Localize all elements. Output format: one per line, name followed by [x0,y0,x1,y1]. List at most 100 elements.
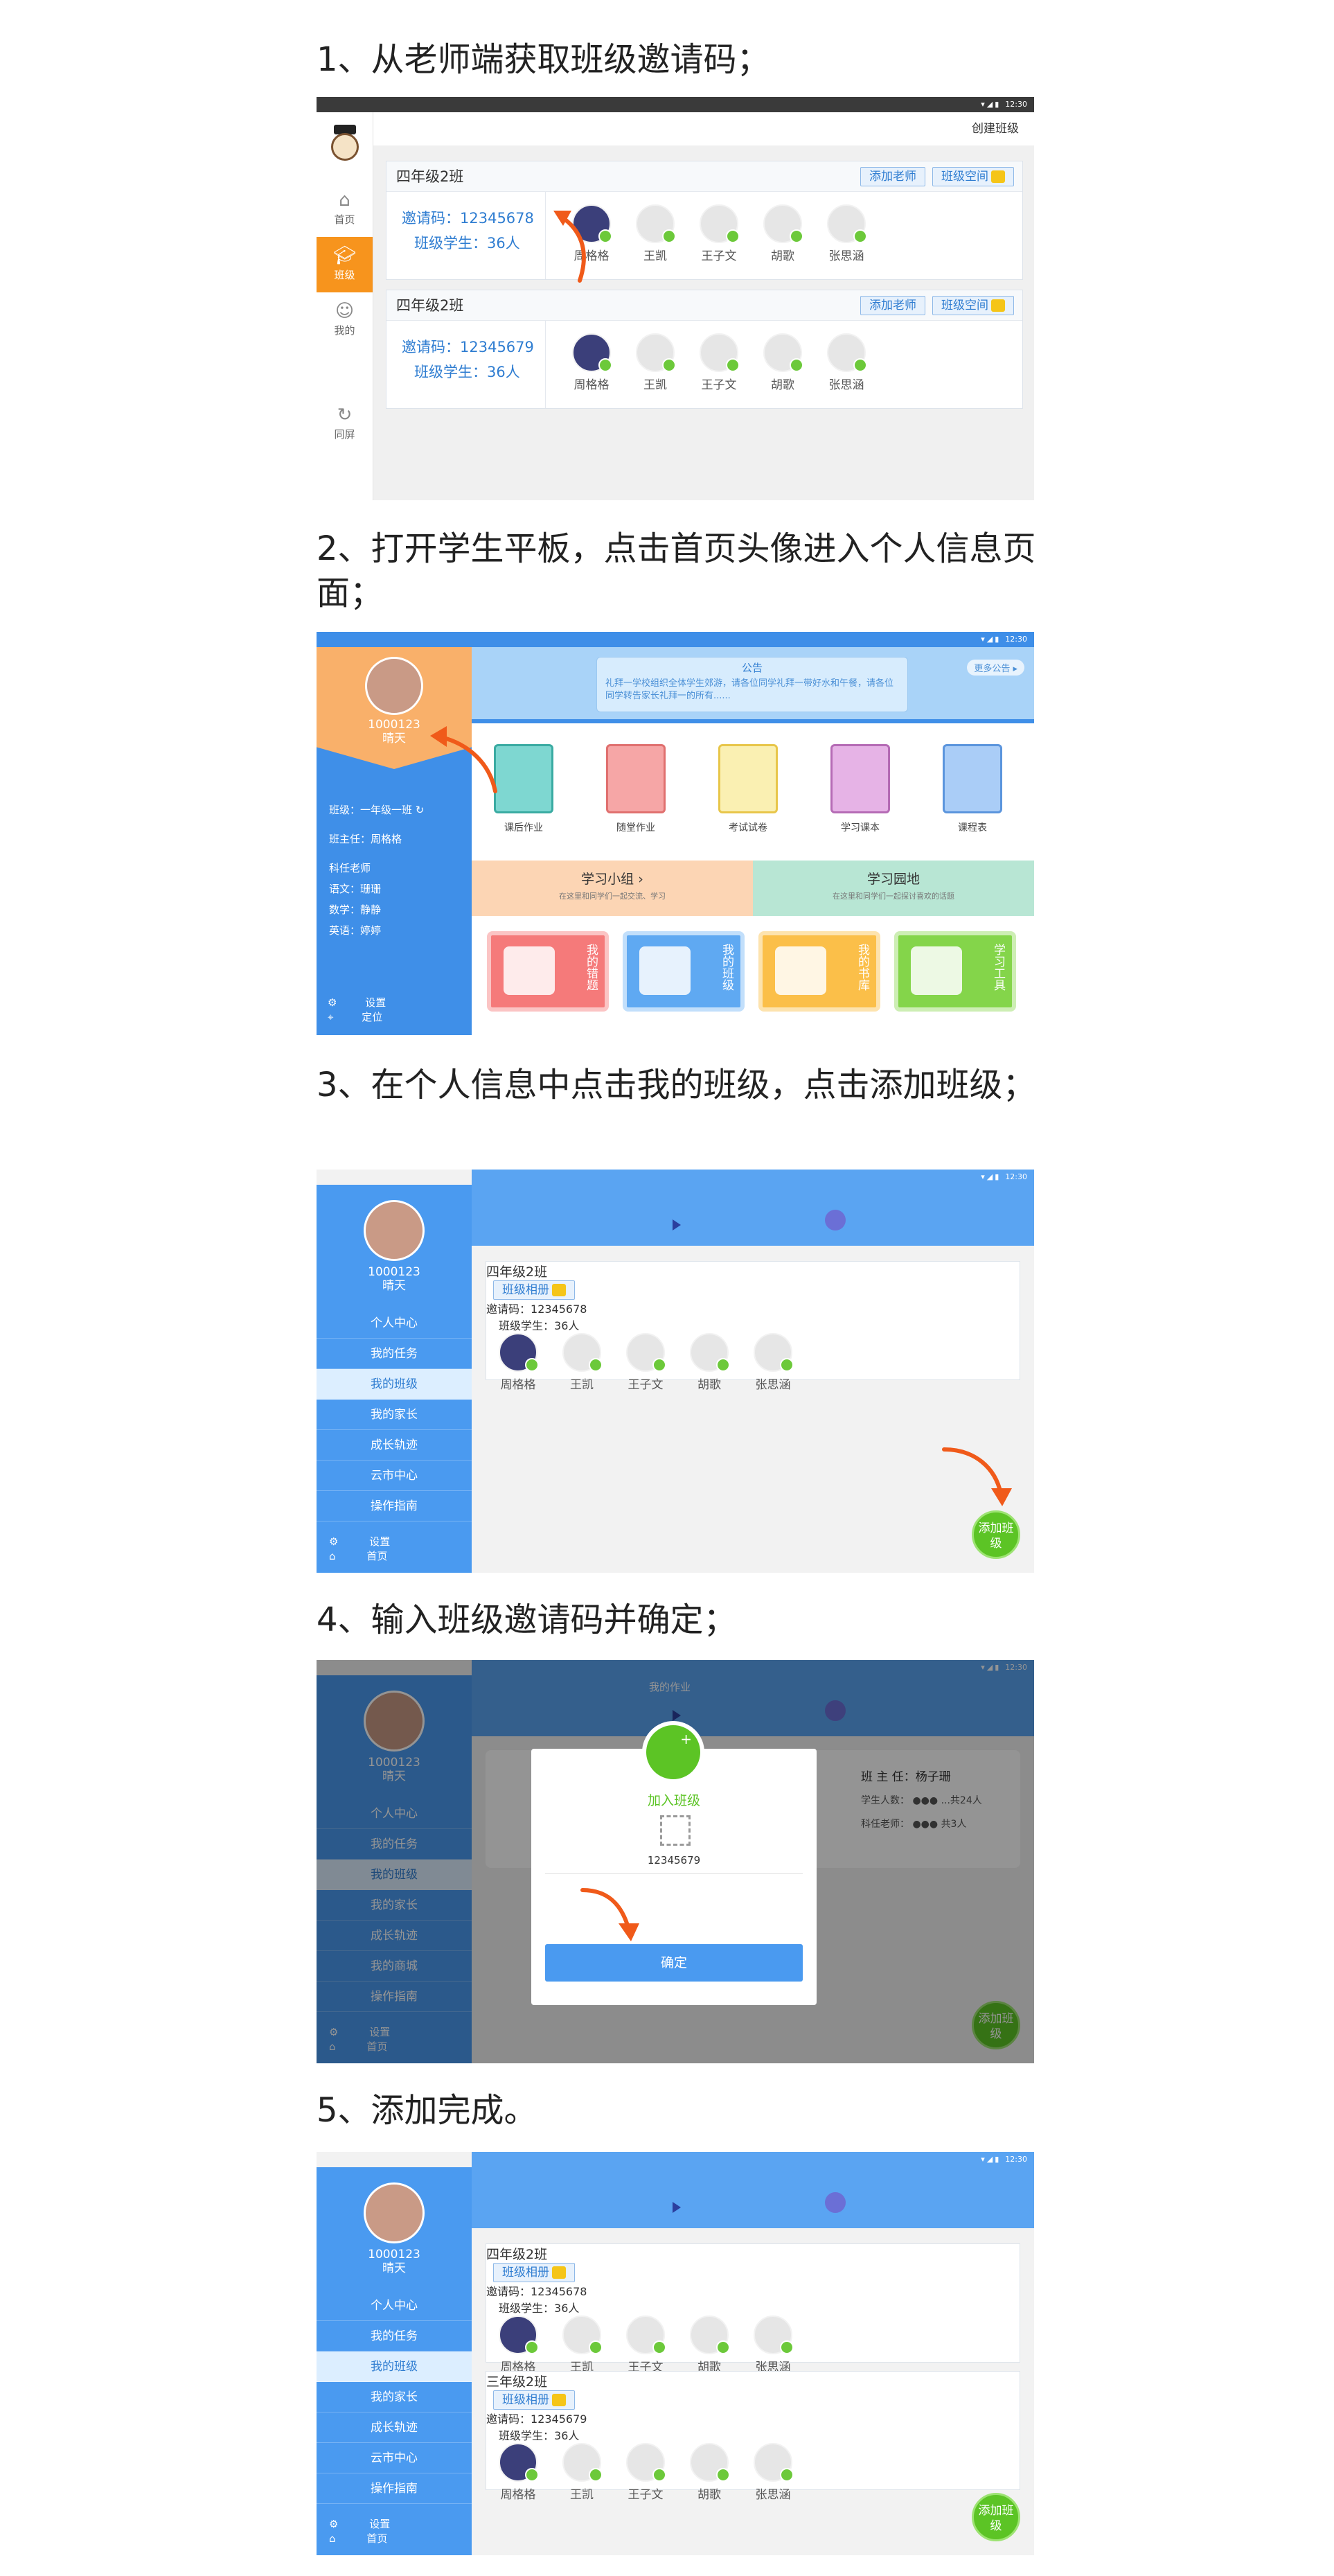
notice-box[interactable]: 公告 礼拜一学校组织全体学生郊游，请各位同学礼拜一带好水和午餐，请各位同学转告家… [596,657,908,712]
tile-my-library[interactable]: 我的书库 [758,931,880,1012]
menu-my-parents[interactable]: 我的家长 [317,1890,472,1921]
nav-home[interactable]: ⌂首页 [317,182,373,237]
menu-guide[interactable]: 操作指南 [317,2473,472,2504]
add-class-button[interactable]: 添加班级 [972,1510,1020,1559]
nav-class[interactable]: 🎓︎班级 [317,237,373,292]
invite-code-input[interactable]: 12345679 [545,1854,803,1874]
student-item[interactable]: 王子文 [687,204,751,263]
confirm-button[interactable]: 确定 [545,1944,803,1982]
avatar[interactable] [365,657,423,715]
class-album-button[interactable]: 班级相册 [493,2263,575,2282]
home-button[interactable]: ⌂ 首页 [329,2532,388,2545]
student-item[interactable]: 胡歌 [751,333,815,392]
student-item[interactable]: 王凯 [550,1333,614,1392]
home-button[interactable]: ⌂ 首页 [329,2040,388,2053]
menu-my-tasks[interactable]: 我的任务 [317,2321,472,2352]
student-item[interactable]: 王凯 [623,204,687,263]
student-item[interactable]: 周格格 [486,2443,550,2502]
student-count: 36人 [487,235,520,252]
avatar[interactable] [364,2182,425,2243]
menu-my-parents[interactable]: 我的家长 [317,1400,472,1430]
tool-classwork[interactable]: 随堂作业 [598,744,674,834]
class-space-button[interactable]: 班级空间 [932,167,1014,186]
settings-button[interactable]: ⚙ 设置 [329,2026,391,2038]
add-teacher-button[interactable]: 添加老师 [860,167,925,186]
avatar [636,333,676,372]
invite-code: 12345679 [531,2412,587,2426]
menu-mall[interactable]: 我的商城 [317,1951,472,1982]
class-space-button[interactable]: 班级空间 [932,296,1014,315]
tile-study-tools[interactable]: 学习工具 [894,931,1016,1012]
class-album-button[interactable]: 班级相册 [493,2390,575,2410]
menu-my-parents[interactable]: 我的家长 [317,2382,472,2412]
student-item[interactable]: 王凯 [550,2443,614,2502]
triangle-icon [673,1710,681,1721]
student-item[interactable]: 张思涵 [815,333,878,392]
menu-growth[interactable]: 成长轨迹 [317,1430,472,1461]
menu-my-class[interactable]: 我的班级 [317,1369,472,1400]
menu-growth[interactable]: 成长轨迹 [317,1921,472,1951]
student-item[interactable]: 周格格 [486,2315,550,2374]
sidebar-footer: ⚙ 设置 ⌖ 定位 [328,995,466,1024]
menu-my-tasks[interactable]: 我的任务 [317,1829,472,1860]
student-item[interactable]: 王凯 [623,333,687,392]
tool-exam[interactable]: 考试试卷 [710,744,786,834]
student-item[interactable]: 王子文 [687,333,751,392]
student-item[interactable]: 张思涵 [741,2315,805,2374]
menu-guide[interactable]: 操作指南 [317,1491,472,1521]
study-garden-band[interactable]: 学习园地在这里和同学们一起探讨喜欢的话题 [753,861,1034,916]
class-info: 邀请码：12345679 班级学生：36人 [486,2412,587,2442]
settings-button[interactable]: ⚙ 设置 [329,2518,391,2530]
menu-guide[interactable]: 操作指南 [317,1982,472,2012]
student-item[interactable]: 周格格 [486,1333,550,1392]
menu-personal-center[interactable]: 个人中心 [317,1308,472,1339]
add-teacher-button[interactable]: 添加老师 [860,296,925,315]
menu-my-class[interactable]: 我的班级 [317,2352,472,2382]
student-item[interactable]: 胡歌 [677,2443,741,2502]
student-item[interactable]: 胡歌 [677,1333,741,1392]
settings-button[interactable]: ⚙ 设置 [329,1535,391,1548]
avatar[interactable] [364,1200,425,1261]
tile-my-class[interactable]: 我的班级 [623,931,745,1012]
student-item[interactable]: 胡歌 [751,204,815,263]
menu-market[interactable]: 云市中心 [317,2443,472,2473]
tool-textbook[interactable]: 学习课本 [822,744,898,834]
student-item[interactable]: 张思涵 [741,1333,805,1392]
menu-personal-center[interactable]: 个人中心 [317,2291,472,2321]
nav-screen-sync[interactable]: ↻同屏 [317,396,373,452]
locate-button[interactable]: ⌖ 定位 [328,1011,383,1023]
student-item[interactable]: 王凯 [550,2315,614,2374]
student-item[interactable]: 胡歌 [677,2315,741,2374]
study-group-band[interactable]: 学习小组 ›在这里和同学们一起交流、学习 [472,861,753,916]
add-class-button[interactable]: 添加班级 [972,2001,1020,2049]
profile-avatar-tag[interactable]: 1000123 晴天 [317,647,472,769]
menu-market[interactable]: 云市中心 [317,1461,472,1491]
nav-mine[interactable]: ☺我的 [317,292,373,348]
invite-code: 12345678 [531,2285,587,2298]
home-icon: ⌂ [329,2040,336,2053]
class-album-button[interactable]: 班级相册 [493,1280,575,1300]
settings-button[interactable]: ⚙ 设置 [328,996,386,1009]
planet-icon [825,1210,846,1230]
student-item[interactable]: 王子文 [614,2315,677,2374]
menu-my-class[interactable]: 我的班级 [317,1860,472,1890]
more-notices-button[interactable]: 更多公告 ▸ [967,660,1024,676]
tool-schedule[interactable]: 课程表 [934,744,1011,834]
menu-my-tasks[interactable]: 我的任务 [317,1339,472,1369]
menu-growth[interactable]: 成长轨迹 [317,2412,472,2443]
student-item[interactable]: 张思涵 [741,2443,805,2502]
student-list: 周格格王凯王子文胡歌张思涵 [560,204,878,263]
student-item[interactable]: 王子文 [614,1333,677,1392]
home-button[interactable]: ⌂ 首页 [329,1550,388,1562]
create-class-link[interactable]: 创建班级 [972,122,1019,136]
join-class-dialog: 加入班级 12345679 确定 [531,1721,817,2005]
tile-wrong-questions[interactable]: 我的错题 [487,931,609,1012]
student-item[interactable]: 王子文 [614,2443,677,2502]
student-item[interactable]: 张思涵 [815,204,878,263]
scan-icon[interactable] [660,1815,691,1846]
tool-homework[interactable]: 课后作业 [486,744,562,834]
menu-personal-center[interactable]: 个人中心 [317,1799,472,1829]
add-class-button[interactable]: 添加班级 [972,2493,1020,2541]
student-item[interactable]: 周格格 [560,333,623,392]
avatar[interactable] [364,1691,425,1752]
